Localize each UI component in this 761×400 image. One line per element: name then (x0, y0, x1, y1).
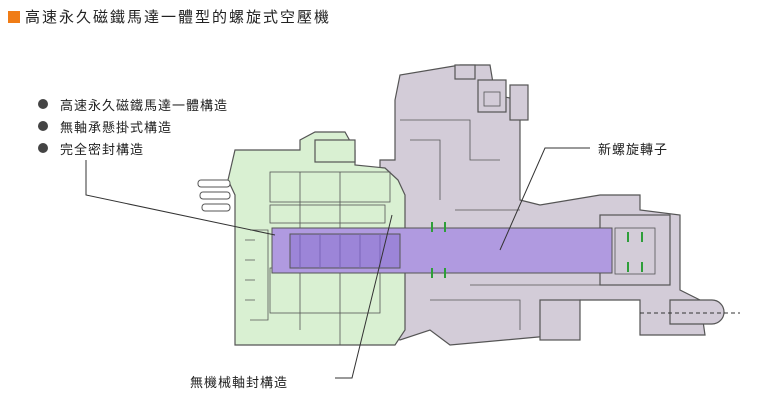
compressor-body (379, 64, 725, 346)
title-marker-icon (8, 10, 20, 23)
seal-marks (431, 222, 643, 278)
bullet-icon (38, 121, 48, 131)
compressor-detail-lines (400, 91, 656, 330)
feature-item: 高速永久磁鐵馬達一體構造 (38, 93, 228, 115)
diagram-title: 高速永久磁鐵馬達一體型的螺旋式空壓機 (8, 6, 331, 27)
feature-list: 高速永久磁鐵馬達一體構造 無軸承懸掛式構造 完全密封構造 (38, 93, 228, 159)
bullet-icon (38, 143, 48, 153)
feature-label: 無軸承懸掛式構造 (60, 120, 173, 136)
feature-label: 高速永久磁鐵馬達一體構造 (60, 98, 229, 114)
feature-item: 完全密封構造 (38, 137, 228, 159)
title-text: 高速永久磁鐵馬達一體型的螺旋式空壓機 (25, 8, 332, 26)
feature-label: 完全密封構造 (60, 142, 145, 158)
terminal-fittings (197, 179, 231, 212)
feature-item: 無軸承懸掛式構造 (38, 115, 228, 137)
bullet-icon (38, 99, 48, 109)
leader-lines (85, 147, 740, 379)
rotor-callout: 新螺旋轉子 (598, 143, 669, 158)
rotor-shaft (271, 227, 613, 274)
seal-callout: 無機械軸封構造 (190, 376, 289, 391)
